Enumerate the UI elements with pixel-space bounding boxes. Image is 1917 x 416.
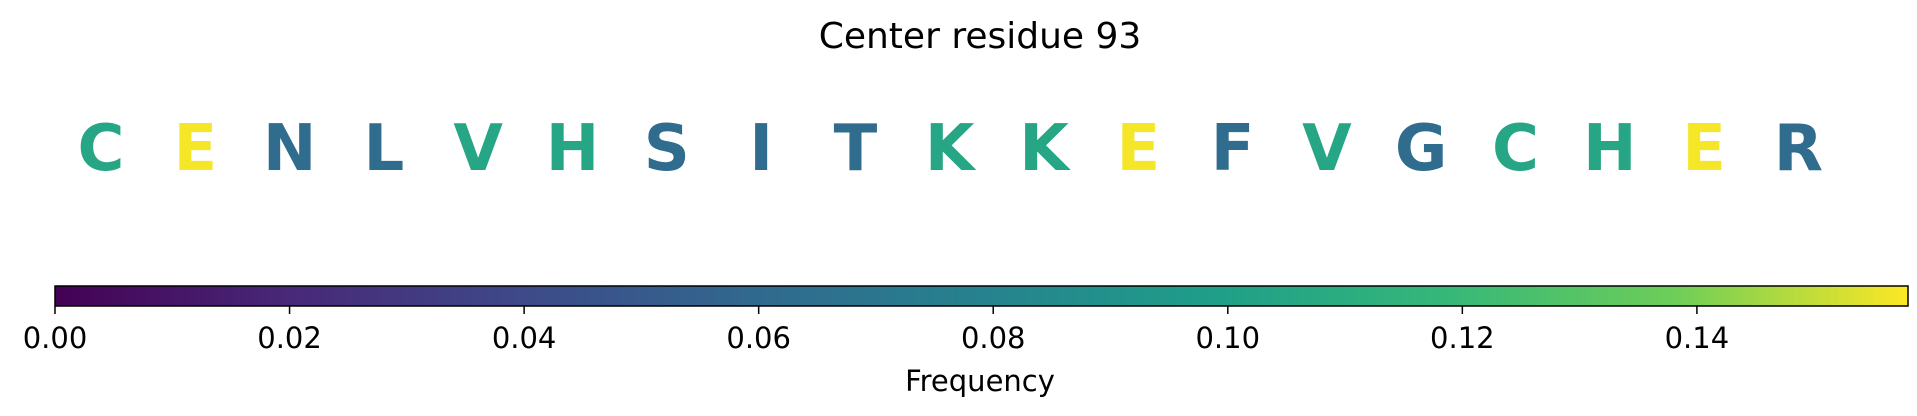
residue-letter: H — [1583, 112, 1637, 186]
chart-title: Center residue 93 — [819, 16, 1142, 57]
residue-letter: H — [546, 112, 600, 186]
residue-letter: I — [749, 112, 773, 186]
residue-letter: R — [1774, 112, 1823, 186]
residue-letter: G — [1395, 112, 1448, 186]
colorbar-gradient — [54, 285, 1909, 307]
colorbar-tick-label: 0.04 — [492, 321, 557, 355]
residue-letter: N — [263, 112, 317, 186]
residue-letter: C — [1492, 112, 1539, 186]
colorbar-tick-label: 0.12 — [1430, 321, 1495, 355]
residue-letter: C — [78, 112, 125, 186]
residue-letter: E — [1682, 112, 1726, 186]
residue-letter: V — [1302, 112, 1352, 186]
colorbar-tick-label: 0.08 — [961, 321, 1026, 355]
colorbar-tick-label: 0.02 — [257, 321, 322, 355]
residue-letter: S — [644, 112, 690, 186]
residue-letter: K — [1019, 112, 1071, 186]
residue-letter: E — [173, 112, 217, 186]
colorbar-tick-label: 0.00 — [23, 321, 88, 355]
residue-letter: F — [1211, 112, 1255, 186]
residue-letter: L — [364, 112, 405, 186]
residue-letter: V — [453, 112, 503, 186]
colorbar-label: Frequency — [905, 364, 1055, 398]
colorbar-tick-label: 0.14 — [1665, 321, 1730, 355]
residue-letter: E — [1116, 112, 1160, 186]
colorbar-tick-label: 0.10 — [1195, 321, 1260, 355]
residue-letter: K — [925, 112, 977, 186]
residue-letter: T — [834, 112, 878, 186]
colorbar-tick-label: 0.06 — [726, 321, 791, 355]
colorbar: 0.00 0.02 0.04 0.06 0.08 0.10 0.12 0.14 — [23, 285, 1909, 355]
